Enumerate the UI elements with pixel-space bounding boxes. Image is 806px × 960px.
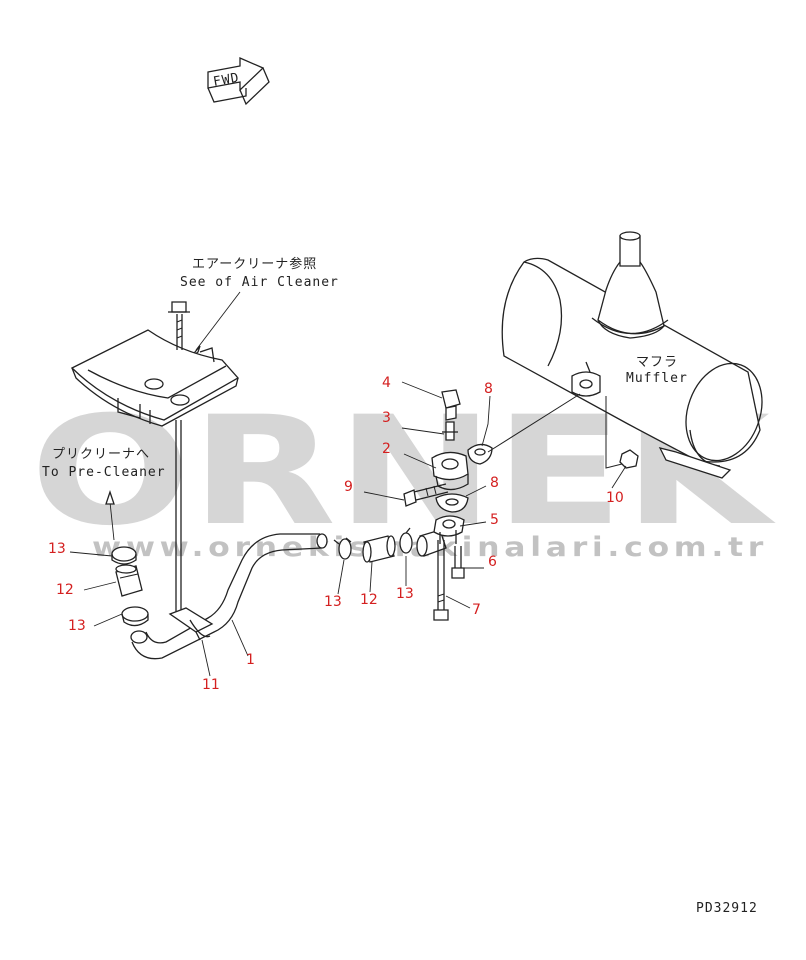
part-number-8-upper: 8 [484,381,493,397]
part-number-3: 3 [382,410,391,426]
leader-lines [69,381,627,677]
hose-left [115,564,143,597]
bracket-bolt [168,301,190,350]
hose-clamp-mid-right [399,527,413,554]
part-number-8-lower: 8 [490,475,499,491]
hose-clamp-left-top [111,546,137,565]
part-number-5: 5 [490,512,499,528]
elbow-pipe [416,515,465,557]
part-number-2: 2 [382,441,391,457]
pipe-clamp [168,607,214,641]
part-number-13-mid-left: 13 [324,594,342,610]
mount-connector-line [605,396,623,469]
part-number-1: 1 [246,652,255,668]
intake-pipe [130,533,328,660]
part-number-7: 7 [472,602,481,618]
flange [431,451,469,491]
hose-clamp-left-bottom [121,606,149,627]
pre-cleaner-leader [109,501,115,541]
part-number-10: 10 [606,490,624,506]
support-rod [175,420,182,612]
fwd-label: FWD [212,71,241,90]
bolt-short [451,546,465,579]
hose-clamp-mid-left [333,537,352,560]
fwd-arrow-icon: FWD [207,57,270,106]
part-number-4: 4 [382,375,391,391]
part-number-13-left-top: 13 [48,541,66,557]
muffler-connector-line [487,393,581,453]
gasket-lower [435,493,469,513]
pre-cleaner-note-en: To Pre-Cleaner [42,465,166,480]
drawing-code: PD32912 [696,901,758,916]
pre-cleaner-arrowhead-icon [105,489,115,505]
part-number-13-mid-right: 13 [396,586,414,602]
part-number-6: 6 [488,554,497,570]
part-number-12-left: 12 [56,582,74,598]
gasket-upper [467,443,493,465]
part-numbers: 4 3 2 8 8 9 5 6 7 10 1 11 12 12 13 13 13… [48,375,624,693]
part-number-13-left-bottom: 13 [68,618,86,634]
muffler-note-jp: マフラ [636,355,678,370]
air-cleaner-note-en: See of Air Cleaner [180,275,339,290]
air-cleaner-leader [195,291,241,351]
part-number-12-mid: 12 [360,592,378,608]
pre-cleaner-note-jp: プリクリーナへ [52,447,150,462]
part-number-11: 11 [202,677,220,693]
air-cleaner-bracket [70,329,240,427]
muffler [501,231,763,479]
bolt-horizontal [403,483,449,507]
hose-mid [362,535,396,563]
nipple [442,421,458,441]
plug [441,389,461,421]
muffler-note-en: Muffler [626,371,688,386]
part-number-9: 9 [344,479,353,495]
air-cleaner-note-jp: エアークリーナ参照 [192,256,317,272]
bolt-long [433,540,449,621]
